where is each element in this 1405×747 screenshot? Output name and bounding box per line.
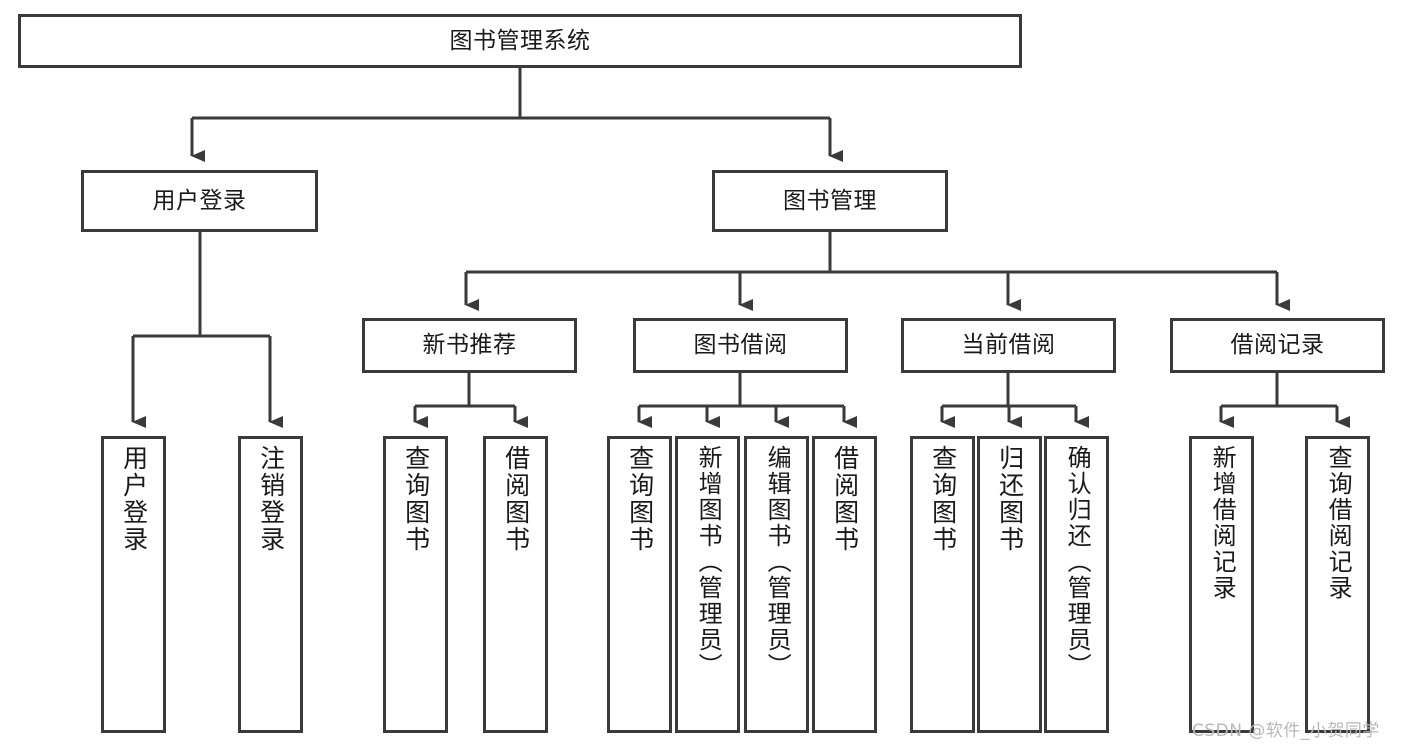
- node-leaf-user-logout[interactable]: 注销登录: [238, 436, 303, 733]
- node-user-login[interactable]: 用户登录: [81, 170, 318, 232]
- node-leaf-borrow-book-1-label: 借阅图书: [501, 445, 531, 553]
- node-leaf-borrow-book-1[interactable]: 借阅图书: [483, 436, 548, 733]
- node-leaf-borrow-book-2-label: 借阅图书: [830, 445, 860, 553]
- node-borrow-record-label: 借阅记录: [1230, 332, 1325, 359]
- node-root[interactable]: 图书管理系统: [18, 14, 1022, 68]
- node-leaf-query-book-2-label: 查询图书: [625, 445, 655, 553]
- node-new-book-recommend[interactable]: 新书推荐: [362, 318, 577, 373]
- node-leaf-edit-book[interactable]: 编辑图书（管理员）: [744, 436, 809, 733]
- node-borrow-record[interactable]: 借阅记录: [1170, 318, 1385, 373]
- node-leaf-query-record[interactable]: 查询借阅记录: [1305, 436, 1370, 733]
- node-leaf-query-book-2[interactable]: 查询图书: [607, 436, 672, 733]
- node-leaf-borrow-book-2[interactable]: 借阅图书: [812, 436, 877, 733]
- node-leaf-query-book-1-label: 查询图书: [401, 445, 431, 553]
- node-leaf-return-book[interactable]: 归还图书: [977, 436, 1042, 733]
- node-leaf-edit-book-label: 编辑图书（管理员）: [763, 445, 792, 679]
- node-book-management-label: 图书管理: [783, 187, 877, 214]
- node-leaf-add-record-label: 新增借阅记录: [1208, 445, 1237, 601]
- node-new-book-recommend-label: 新书推荐: [422, 332, 517, 359]
- node-user-login-label: 用户登录: [152, 187, 247, 214]
- watermark-text: CSDN @软件_小贺同学: [1192, 721, 1380, 741]
- node-book-borrow-label: 图书借阅: [693, 332, 788, 359]
- node-leaf-query-book-1[interactable]: 查询图书: [383, 436, 448, 733]
- node-leaf-return-book-label: 归还图书: [995, 445, 1025, 553]
- node-leaf-user-logout-label: 注销登录: [256, 445, 286, 553]
- node-current-borrow[interactable]: 当前借阅: [901, 318, 1116, 373]
- node-leaf-user-login-label: 用户登录: [119, 445, 149, 553]
- node-leaf-query-book-3[interactable]: 查询图书: [910, 436, 975, 733]
- node-leaf-query-book-3-label: 查询图书: [928, 445, 958, 553]
- node-book-management[interactable]: 图书管理: [712, 170, 948, 232]
- node-leaf-user-login[interactable]: 用户登录: [101, 436, 166, 733]
- node-leaf-confirm-return[interactable]: 确认归还（管理员）: [1044, 436, 1109, 733]
- node-leaf-add-book-label: 新增图书（管理员）: [694, 445, 723, 679]
- node-leaf-confirm-return-label: 确认归还（管理员）: [1063, 445, 1092, 679]
- node-book-borrow[interactable]: 图书借阅: [633, 318, 848, 373]
- node-leaf-add-record[interactable]: 新增借阅记录: [1189, 436, 1254, 733]
- node-root-label: 图书管理系统: [449, 27, 591, 54]
- node-current-borrow-label: 当前借阅: [961, 332, 1056, 359]
- node-leaf-add-book[interactable]: 新增图书（管理员）: [675, 436, 740, 733]
- node-leaf-query-record-label: 查询借阅记录: [1324, 445, 1353, 601]
